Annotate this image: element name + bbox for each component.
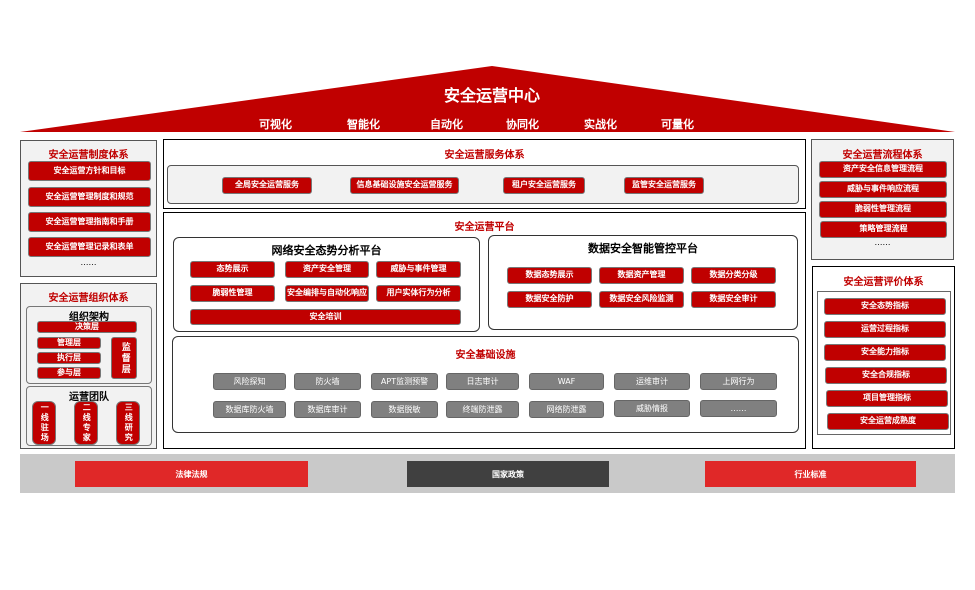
service-box: 全局安全运营服务 信息基础设施安全运营服务 租户安全运营服务 监管安全运营服务	[167, 165, 799, 204]
policy-title: 安全运营制度体系	[48, 150, 129, 161]
infra-item[interactable]: 网络防泄露	[529, 401, 604, 418]
platform-section: 安全运营平台 网络安全态势分析平台 态势展示 资产安全管理 威胁与事件管理 脆弱…	[163, 212, 806, 449]
foundation-laws[interactable]: 法律法规	[75, 461, 308, 487]
process-more: ……	[874, 238, 891, 247]
process-panel: 安全运营流程体系 资产安全信息管理流程 威胁与事件响应流程 脆弱性管理流程 策略…	[811, 139, 954, 260]
infra-item[interactable]: 防火墙	[294, 373, 361, 390]
eval-box: 安全态势指标 运营过程指标 安全能力指标 安全合规指标 项目管理指标 安全运营成…	[817, 291, 951, 435]
process-item[interactable]: 威胁与事件响应流程	[819, 181, 947, 198]
policy-item[interactable]: 安全运营管理指南和手册	[28, 212, 151, 232]
data-item[interactable]: 数据安全防护	[507, 291, 592, 308]
service-item[interactable]: 租户安全运营服务	[503, 177, 585, 194]
network-item-wide[interactable]: 安全培训	[190, 309, 461, 325]
feature: 智能化	[347, 118, 380, 131]
foundation-standards[interactable]: 行业标准	[705, 461, 916, 487]
foundation-policy[interactable]: 国家政策	[407, 461, 609, 487]
policy-panel: 安全运营制度体系 安全运营方针和目标 安全运营管理制度和规范 安全运营管理指南和…	[20, 140, 157, 277]
infra-section: 安全基础设施 风险探知 防火墙 APT监测预警 日志审计 WAF 运维审计 上网…	[172, 336, 799, 433]
data-platform: 数据安全智能管控平台 数据态势展示 数据资产管理 数据分类分级 数据安全防护 数…	[488, 235, 798, 330]
service-title: 安全运营服务体系	[444, 150, 525, 161]
data-item[interactable]: 数据安全风险监测	[599, 291, 684, 308]
infra-item[interactable]: 数据脱敏	[371, 401, 438, 418]
feature: 协同化	[506, 118, 539, 131]
eval-item[interactable]: 项目管理指标	[826, 390, 948, 407]
infra-item[interactable]: 数据库防火墙	[213, 401, 286, 418]
team[interactable]: 二线专家	[74, 401, 98, 445]
infra-item[interactable]: ……	[700, 400, 777, 417]
policy-item[interactable]: 安全运营管理记录和表单	[28, 237, 151, 257]
feature: 自动化	[430, 118, 463, 131]
policy-item[interactable]: 安全运营管理制度和规范	[28, 187, 151, 207]
roof	[20, 66, 955, 132]
platform-title: 安全运营平台	[454, 222, 515, 233]
service-item[interactable]: 信息基础设施安全运营服务	[350, 177, 459, 194]
feature: 实战化	[584, 118, 617, 131]
data-item[interactable]: 数据分类分级	[691, 267, 776, 284]
network-platform: 网络安全态势分析平台 态势展示 资产安全管理 威胁与事件管理 脆弱性管理 安全编…	[173, 237, 480, 332]
infra-item[interactable]: 威胁情报	[614, 400, 690, 417]
team[interactable]: 三线研究	[116, 401, 140, 445]
policy-item[interactable]: 安全运营方针和目标	[28, 161, 151, 181]
network-item[interactable]: 脆弱性管理	[190, 285, 275, 302]
ops-team: 运营团队 一线驻场 二线专家 三线研究	[26, 386, 152, 446]
eval-item[interactable]: 安全能力指标	[824, 344, 946, 361]
infra-item[interactable]: 风险探知	[213, 373, 286, 390]
process-item[interactable]: 资产安全信息管理流程	[819, 161, 947, 178]
infra-item[interactable]: WAF	[529, 373, 604, 390]
service-item[interactable]: 监管安全运营服务	[624, 177, 704, 194]
feature: 可量化	[661, 118, 694, 131]
eval-title: 安全运营评价体系	[843, 277, 924, 288]
eval-panel: 安全运营评价体系 安全态势指标 运营过程指标 安全能力指标 安全合规指标 项目管…	[812, 266, 955, 449]
infra-item[interactable]: 运维审计	[614, 373, 690, 390]
eval-item[interactable]: 安全态势指标	[824, 298, 946, 315]
infra-item[interactable]: 日志审计	[446, 373, 519, 390]
layer[interactable]: 管理层	[37, 337, 101, 349]
infra-title: 安全基础设施	[455, 350, 516, 361]
eval-item[interactable]: 安全运营成熟度	[827, 413, 949, 430]
infra-item[interactable]: 数据库审计	[294, 401, 361, 418]
infra-item[interactable]: APT监测预警	[371, 373, 438, 390]
data-item[interactable]: 数据资产管理	[599, 267, 684, 284]
org-title: 安全运营组织体系	[48, 293, 129, 304]
network-title: 网络安全态势分析平台	[271, 244, 382, 257]
decision-layer[interactable]: 决策层	[37, 321, 137, 333]
infra-item[interactable]: 终端防泄露	[446, 401, 519, 418]
org-structure: 组织架构 决策层 管理层 执行层 参与层 监督层	[26, 306, 152, 384]
supervision-layer[interactable]: 监督层	[111, 337, 137, 379]
eval-item[interactable]: 安全合规指标	[825, 367, 947, 384]
policy-more: ……	[80, 258, 97, 267]
data-item[interactable]: 数据安全审计	[691, 291, 776, 308]
network-item[interactable]: 态势展示	[190, 261, 275, 278]
team-title: 运营团队	[69, 392, 109, 403]
roof-title: 安全运营中心	[443, 86, 540, 105]
layer[interactable]: 参与层	[37, 367, 101, 379]
layer[interactable]: 执行层	[37, 352, 101, 364]
org-panel: 安全运营组织体系 组织架构 决策层 管理层 执行层 参与层 监督层 运营团队 一…	[20, 283, 157, 449]
structure-title: 组织架构	[69, 312, 109, 323]
network-item[interactable]: 安全编排与自动化响应	[285, 285, 369, 302]
feature: 可视化	[259, 118, 292, 131]
network-item[interactable]: 用户实体行为分析	[376, 285, 461, 302]
infra-item[interactable]: 上网行为	[700, 373, 777, 390]
process-item[interactable]: 脆弱性管理流程	[819, 201, 947, 218]
service-item[interactable]: 全局安全运营服务	[222, 177, 312, 194]
eval-item[interactable]: 运营过程指标	[824, 321, 946, 338]
service-section: 安全运营服务体系 全局安全运营服务 信息基础设施安全运营服务 租户安全运营服务 …	[163, 139, 806, 209]
process-item[interactable]: 策略管理流程	[820, 221, 947, 238]
network-item[interactable]: 威胁与事件管理	[376, 261, 461, 278]
data-title: 数据安全智能管控平台	[588, 242, 698, 255]
team[interactable]: 一线驻场	[32, 401, 56, 445]
data-item[interactable]: 数据态势展示	[507, 267, 592, 284]
network-item[interactable]: 资产安全管理	[285, 261, 369, 278]
process-title: 安全运营流程体系	[842, 150, 923, 161]
